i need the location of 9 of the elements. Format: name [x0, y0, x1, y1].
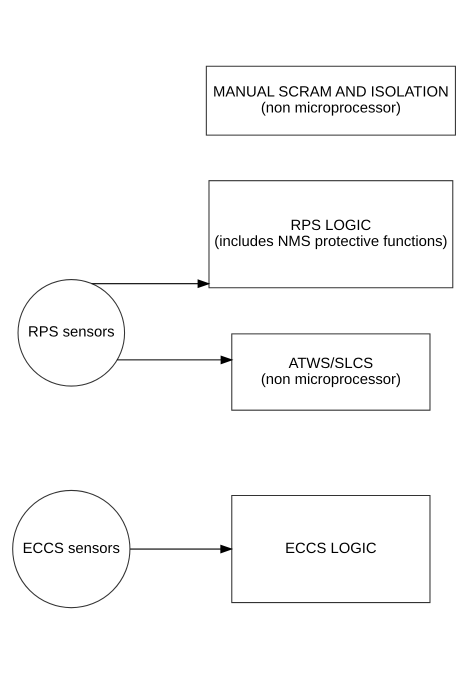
node-box: ECCS LOGIC: [231, 494, 431, 604]
node-circle: ECCS sensors: [12, 490, 130, 608]
node-box: RPS LOGIC (includes NMS protective functions): [208, 180, 454, 288]
arrow: [92, 279, 210, 288]
arrow: [117, 355, 234, 364]
arrow: [130, 544, 234, 554]
node-box: MANUAL SCRAM AND ISOLATION (non microprocessor): [206, 66, 456, 136]
node-box: ATWS/SLCS (non microprocessor): [231, 333, 431, 411]
node-circle: RPS sensors: [18, 279, 126, 387]
